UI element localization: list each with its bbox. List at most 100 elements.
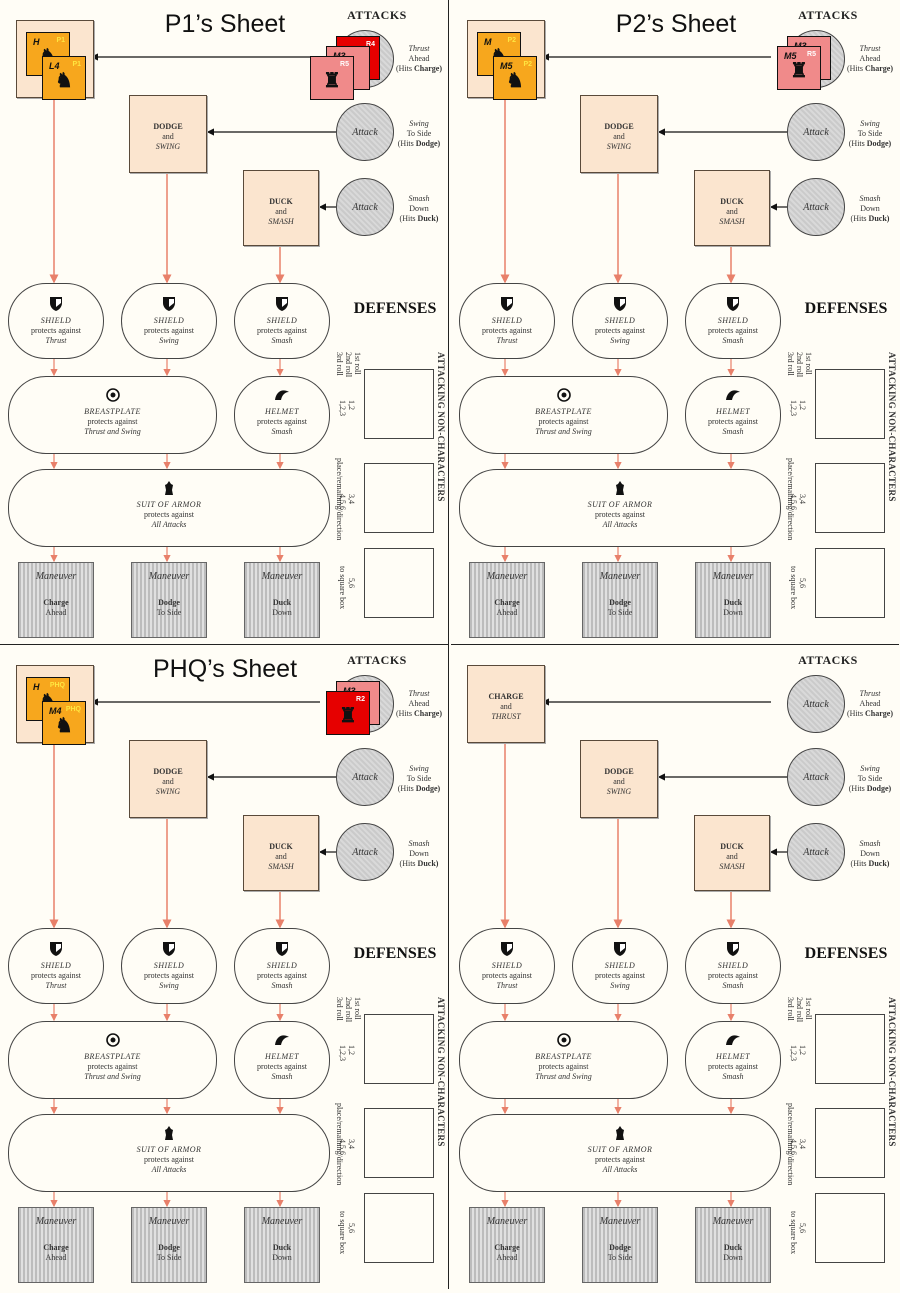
roll-56: 5,6 (347, 1223, 356, 1233)
non-character-box-1[interactable] (364, 369, 434, 439)
non-character-box-3[interactable] (815, 1193, 885, 1263)
attack-smash-circle[interactable]: Attack (787, 823, 845, 881)
roll-label-1: 1st roll (353, 352, 362, 375)
non-character-box-1[interactable] (815, 369, 885, 439)
roll-12: 1,2 (798, 400, 807, 410)
shield-icon (501, 297, 513, 311)
non-character-box-3[interactable] (815, 548, 885, 618)
sheet-title: P1’s Sheet (164, 10, 286, 38)
counter-label: H (33, 37, 40, 47)
counter-tag: R2 (356, 696, 365, 703)
helmet-icon (726, 390, 740, 400)
attack-swing-circle[interactable]: Attack (787, 103, 845, 161)
shield-icon (614, 942, 626, 956)
non-character-box-2[interactable] (815, 1108, 885, 1178)
roll-456: 4,5,6 (789, 1139, 798, 1155)
attack-swing-circle[interactable]: Attack (336, 103, 394, 161)
counter-label: H (33, 682, 40, 692)
armor-icon (616, 481, 624, 495)
enemy-counter[interactable]: R5♜ (310, 56, 354, 100)
breastplate-icon (105, 388, 120, 402)
attack-smash-circle[interactable]: Attack (787, 178, 845, 236)
enemy-counter[interactable]: R2♜ (326, 691, 370, 735)
counter-tag: R5 (807, 51, 816, 58)
counter-label: M5 (500, 61, 513, 71)
non-character-box-1[interactable] (364, 1014, 434, 1084)
warrior-icon: ♜ (790, 60, 808, 82)
counter-label: L4 (49, 61, 60, 71)
defenses-heading: DEFENSES (353, 300, 437, 317)
armor-icon (165, 1126, 173, 1140)
roll-56: 5,6 (798, 1223, 807, 1233)
roll-123: 1,2,3 (338, 1045, 347, 1061)
roll-label-1: 1st roll (804, 997, 813, 1020)
to-square-box: to square box (789, 1211, 798, 1255)
attack-smash-circle[interactable]: Attack (336, 178, 394, 236)
shield-icon (276, 942, 288, 956)
shield-icon (727, 942, 739, 956)
attacks-heading: ATTACKS (798, 653, 858, 667)
non-character-box-2[interactable] (364, 463, 434, 533)
shield-icon (50, 297, 62, 311)
counter-tag: PHQ (65, 706, 81, 713)
attack-swing-circle[interactable]: Attack (336, 748, 394, 806)
shield-icon (276, 297, 288, 311)
sheet-title: PHQ’s Sheet (152, 655, 298, 683)
roll-34: 3,4 (798, 1139, 807, 1149)
to-square-box: to square box (338, 566, 347, 610)
non-character-box-2[interactable] (815, 463, 885, 533)
non-character-box-3[interactable] (364, 1193, 434, 1263)
attacks-heading: ATTACKS (798, 8, 858, 22)
non-character-box-3[interactable] (364, 548, 434, 618)
attack-thrust-circle[interactable]: Attack (787, 675, 845, 733)
counter-label: M (484, 37, 492, 47)
shield-icon (614, 297, 626, 311)
counter-tag: P1 (72, 61, 81, 68)
non-character-box-2[interactable] (364, 1108, 434, 1178)
non-character-box-1[interactable] (815, 1014, 885, 1084)
breastplate-icon (556, 1033, 571, 1047)
attack-swing-circle[interactable]: Attack (787, 748, 845, 806)
attack-smash-circle[interactable]: Attack (336, 823, 394, 881)
